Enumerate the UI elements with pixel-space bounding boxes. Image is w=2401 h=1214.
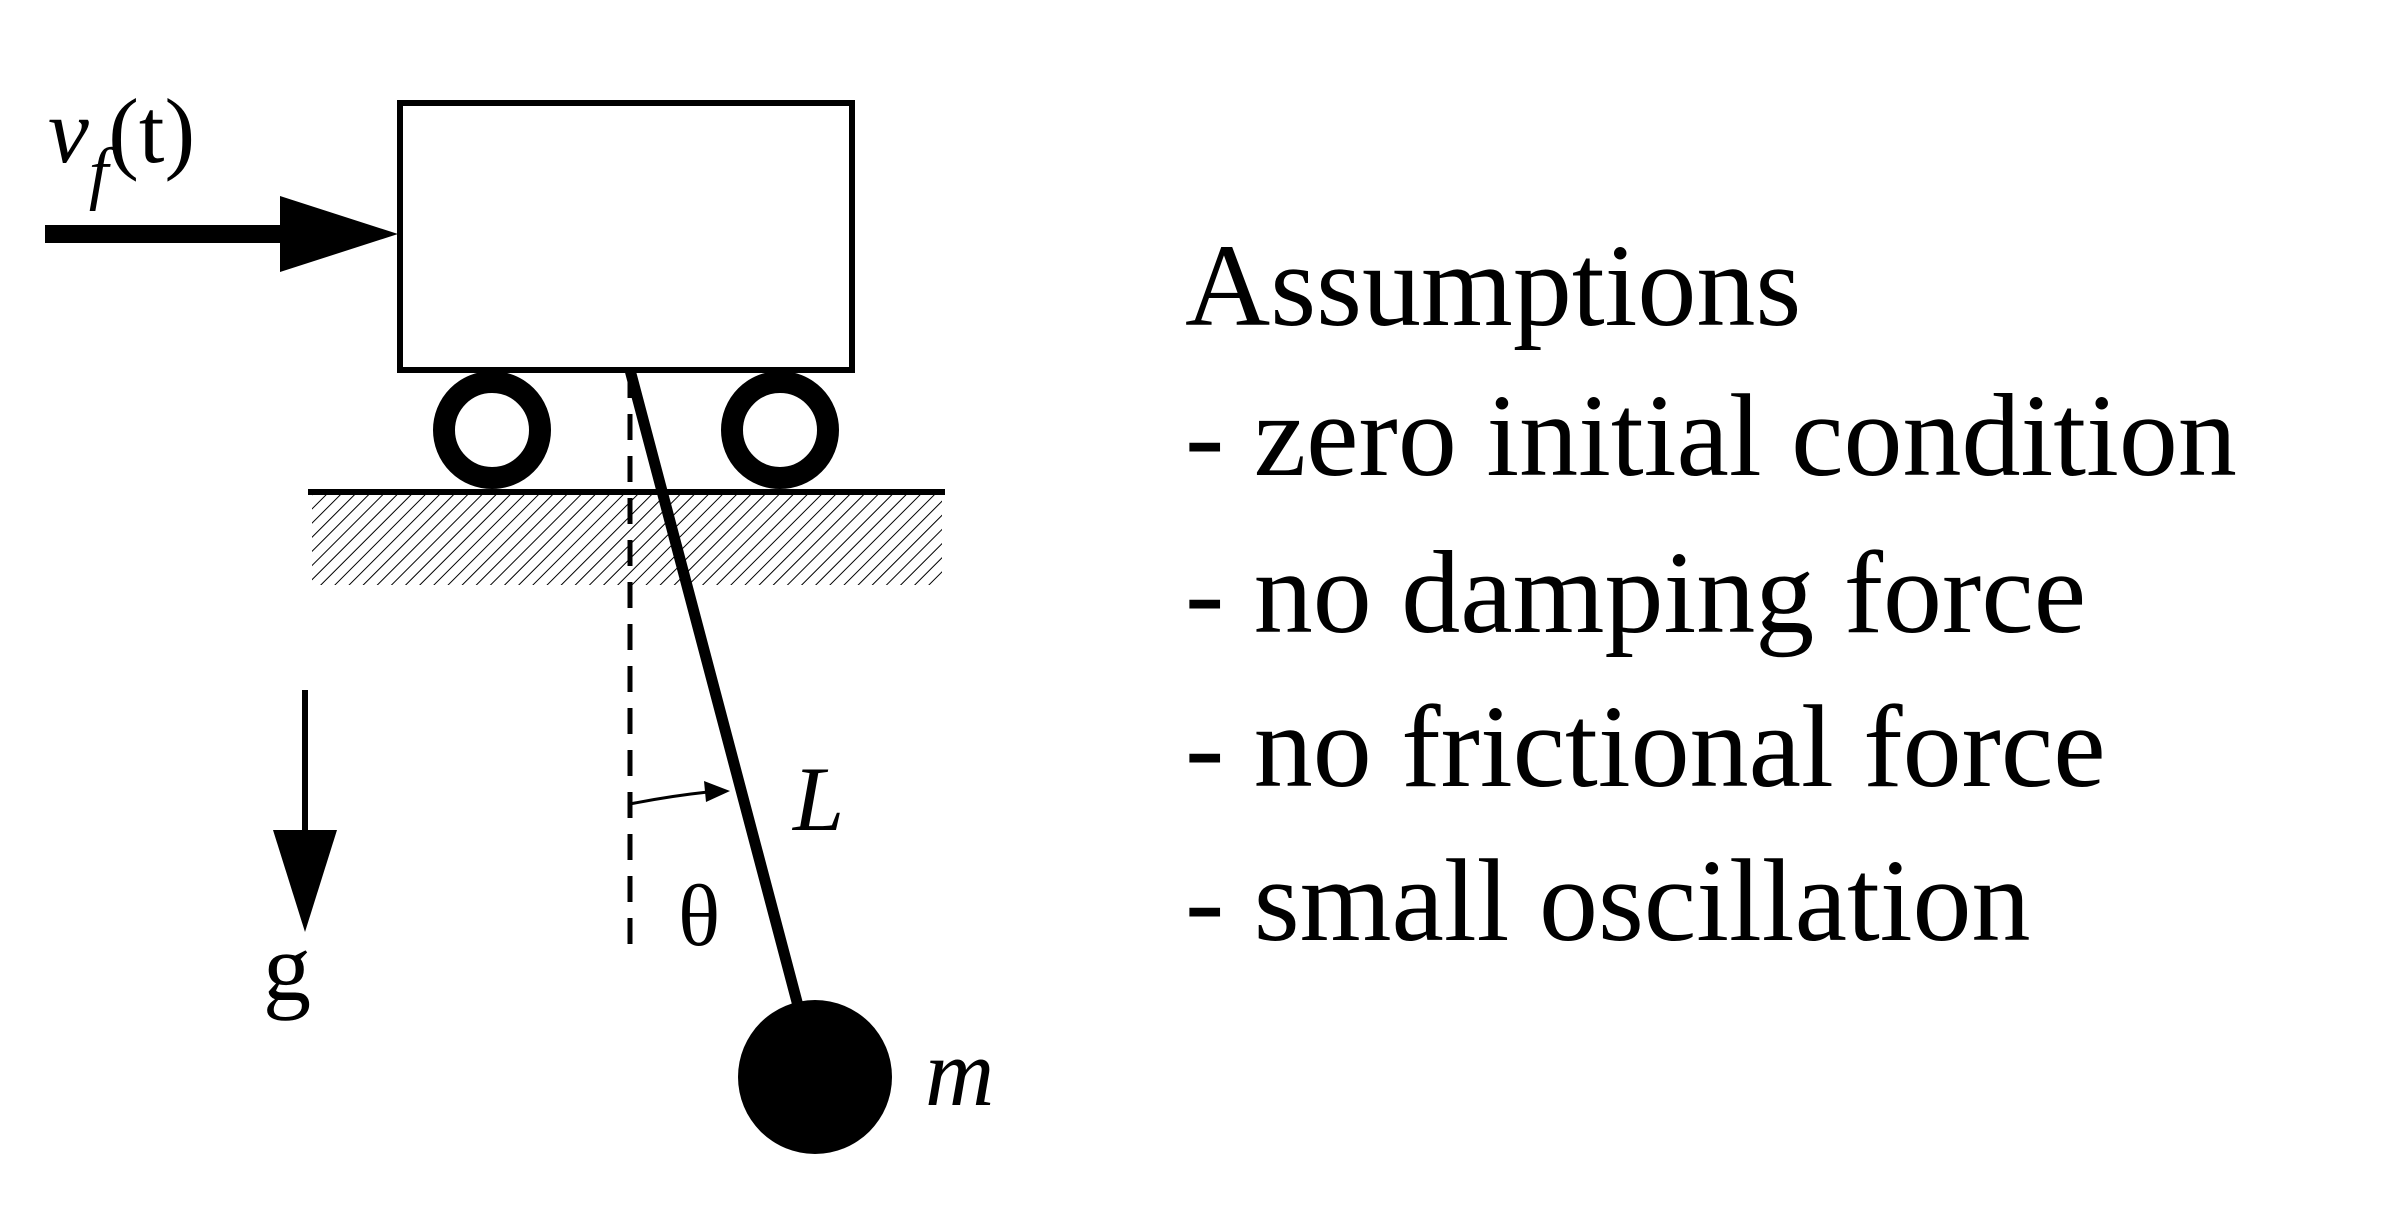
ground <box>308 489 945 585</box>
assumption-item: - no frictional force <box>1185 681 2106 812</box>
gravity-arrow <box>273 690 337 932</box>
gravity-label: g <box>263 914 311 1021</box>
angle-label: θ <box>678 868 720 965</box>
input-velocity-arrow <box>45 196 398 272</box>
pendulum-rod <box>624 368 821 1072</box>
cart-wheel-left <box>433 371 551 489</box>
assumptions-title: Assumptions <box>1185 220 1801 351</box>
mass-label: m <box>925 1019 994 1126</box>
assumption-item: - zero initial condition <box>1185 370 2237 501</box>
assumption-item: - small oscillation <box>1185 835 2031 966</box>
assumption-item: - no damping force <box>1185 527 2086 658</box>
input-velocity-label: vf(t) <box>48 80 195 212</box>
cart-wheel-right <box>721 371 839 489</box>
length-label: L <box>791 748 844 850</box>
angle-arc <box>629 781 730 806</box>
cart-body <box>397 100 855 373</box>
pendulum-mass <box>738 1000 892 1154</box>
